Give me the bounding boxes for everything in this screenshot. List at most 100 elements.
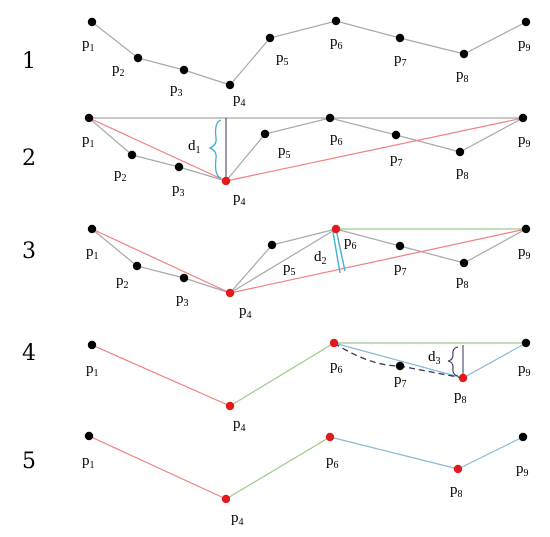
row2-label-d1: d1 bbox=[188, 138, 201, 156]
step-number-2: 2 bbox=[22, 146, 36, 171]
row5-label-p9: p9 bbox=[516, 461, 529, 479]
row4-blue-p8-p9 bbox=[462, 342, 527, 379]
row2-point-p9 bbox=[518, 113, 528, 123]
row2-label-p1: p1 bbox=[82, 132, 95, 150]
row1-label-p9: p9 bbox=[518, 36, 531, 54]
row4-red-p1-p4 bbox=[91, 344, 231, 407]
row3-point-p9 bbox=[521, 224, 531, 234]
row1-label-p7: p7 bbox=[394, 51, 407, 69]
row4-green-p4-p6 bbox=[229, 342, 335, 407]
row2-red-p4-p9 bbox=[225, 117, 524, 182]
row1-label-p6: p6 bbox=[330, 34, 343, 52]
row4-point-p7 bbox=[395, 361, 405, 371]
row1-point-p5 bbox=[265, 33, 275, 43]
step-number-1: 1 bbox=[22, 49, 36, 74]
row2-red-p1-p4 bbox=[88, 117, 227, 182]
row2-point-p8 bbox=[455, 147, 465, 157]
row1-point-p1 bbox=[87, 17, 97, 27]
row4-point-p1 bbox=[87, 340, 97, 350]
row4-blue-p6-p8 bbox=[333, 342, 464, 379]
row1-label-p3: p3 bbox=[170, 81, 183, 99]
row2-label-p8: p8 bbox=[456, 164, 469, 182]
row3-label-p1: p1 bbox=[86, 244, 99, 262]
row3-red-p4-p9 bbox=[229, 228, 527, 294]
row4-label-p7: p7 bbox=[394, 372, 407, 390]
row1-point-p2 bbox=[133, 53, 143, 63]
row4-point-p9 bbox=[521, 338, 531, 348]
row3-label-p7: p7 bbox=[394, 260, 407, 278]
step-number-5: 5 bbox=[22, 449, 36, 474]
row2-point-p4 bbox=[221, 176, 231, 186]
row3-label-p5: p5 bbox=[283, 260, 296, 278]
row4-label-d3: d3 bbox=[428, 349, 441, 367]
row4-point-p8 bbox=[458, 373, 468, 383]
row4-label-p4: p4 bbox=[233, 416, 246, 434]
row1-point-p8 bbox=[459, 49, 469, 59]
row2-label-p4: p4 bbox=[233, 190, 246, 208]
diagram-lines bbox=[88, 20, 527, 500]
row5-point-p9 bbox=[518, 432, 528, 442]
row1-label-p4: p4 bbox=[233, 91, 246, 109]
row2-label-p9: p9 bbox=[518, 132, 531, 150]
row5-point-p8 bbox=[453, 464, 463, 474]
row4-label-p9: p9 bbox=[518, 361, 531, 379]
row2-point-p7 bbox=[391, 130, 401, 140]
row1-label-p2: p2 bbox=[112, 61, 125, 79]
row5-point-p1 bbox=[84, 431, 94, 441]
row3-label-p9: p9 bbox=[518, 244, 531, 262]
row3-distance-d2-side bbox=[332, 231, 341, 274]
row2-label-p2: p2 bbox=[114, 166, 127, 184]
row1-point-p9 bbox=[521, 17, 531, 27]
row3-label-p4: p4 bbox=[239, 303, 252, 321]
row5-blue-p6-p8 bbox=[329, 436, 459, 470]
row5-label-p6: p6 bbox=[326, 453, 339, 471]
row3-label-p8: p8 bbox=[456, 273, 469, 291]
row5-point-p6 bbox=[325, 432, 335, 442]
row2-point-p2 bbox=[127, 150, 137, 160]
row5-green-p4-p6 bbox=[225, 436, 331, 500]
step-number-4: 4 bbox=[22, 341, 36, 366]
row5-label-p1: p1 bbox=[82, 453, 95, 471]
row3-point-p2 bbox=[132, 261, 142, 271]
row5-red-p1-p4 bbox=[88, 435, 227, 500]
row5-point-p4 bbox=[221, 494, 231, 504]
row1-label-p1: p1 bbox=[82, 36, 95, 54]
row3-distance-d2 bbox=[335, 228, 346, 272]
row3-point-p5 bbox=[267, 240, 277, 250]
row4-label-p6: p6 bbox=[330, 358, 343, 376]
row5-label-p4: p4 bbox=[231, 510, 244, 528]
row4-label-p8: p8 bbox=[454, 388, 467, 406]
row4-brace bbox=[447, 346, 459, 377]
row2-point-p1 bbox=[84, 113, 94, 123]
row1-point-p7 bbox=[395, 33, 405, 43]
row1-point-p3 bbox=[179, 65, 189, 75]
row1-label-p8: p8 bbox=[456, 67, 469, 85]
row1-label-p5: p5 bbox=[276, 50, 289, 68]
row2-label-p5: p5 bbox=[278, 143, 291, 161]
row3-point-p4 bbox=[225, 288, 235, 298]
row2-label-p7: p7 bbox=[390, 151, 403, 169]
row2-point-p6 bbox=[325, 113, 335, 123]
row3-label-p6: p6 bbox=[344, 234, 357, 252]
row3-point-p8 bbox=[459, 258, 469, 268]
row3-point-p3 bbox=[179, 273, 189, 283]
row4-point-p6 bbox=[329, 338, 339, 348]
diagram-points bbox=[84, 16, 531, 504]
row3-point-p1 bbox=[87, 224, 97, 234]
row2-point-p3 bbox=[174, 162, 184, 172]
row4-label-p1: p1 bbox=[86, 361, 99, 379]
row3-label-d2: d2 bbox=[314, 249, 327, 267]
row2-brace bbox=[208, 119, 222, 179]
row2-label-p6: p6 bbox=[330, 130, 343, 148]
row5-label-p8: p8 bbox=[450, 482, 463, 500]
row4-point-p4 bbox=[225, 401, 235, 411]
row3-label-p2: p2 bbox=[116, 273, 129, 291]
row5-blue-p8-p9 bbox=[457, 436, 524, 470]
row3-point-p6 bbox=[331, 224, 341, 234]
row1-point-p6 bbox=[331, 16, 341, 26]
row2-point-p5 bbox=[260, 129, 270, 139]
row1-point-p4 bbox=[225, 80, 235, 90]
step-number-3: 3 bbox=[22, 239, 36, 264]
